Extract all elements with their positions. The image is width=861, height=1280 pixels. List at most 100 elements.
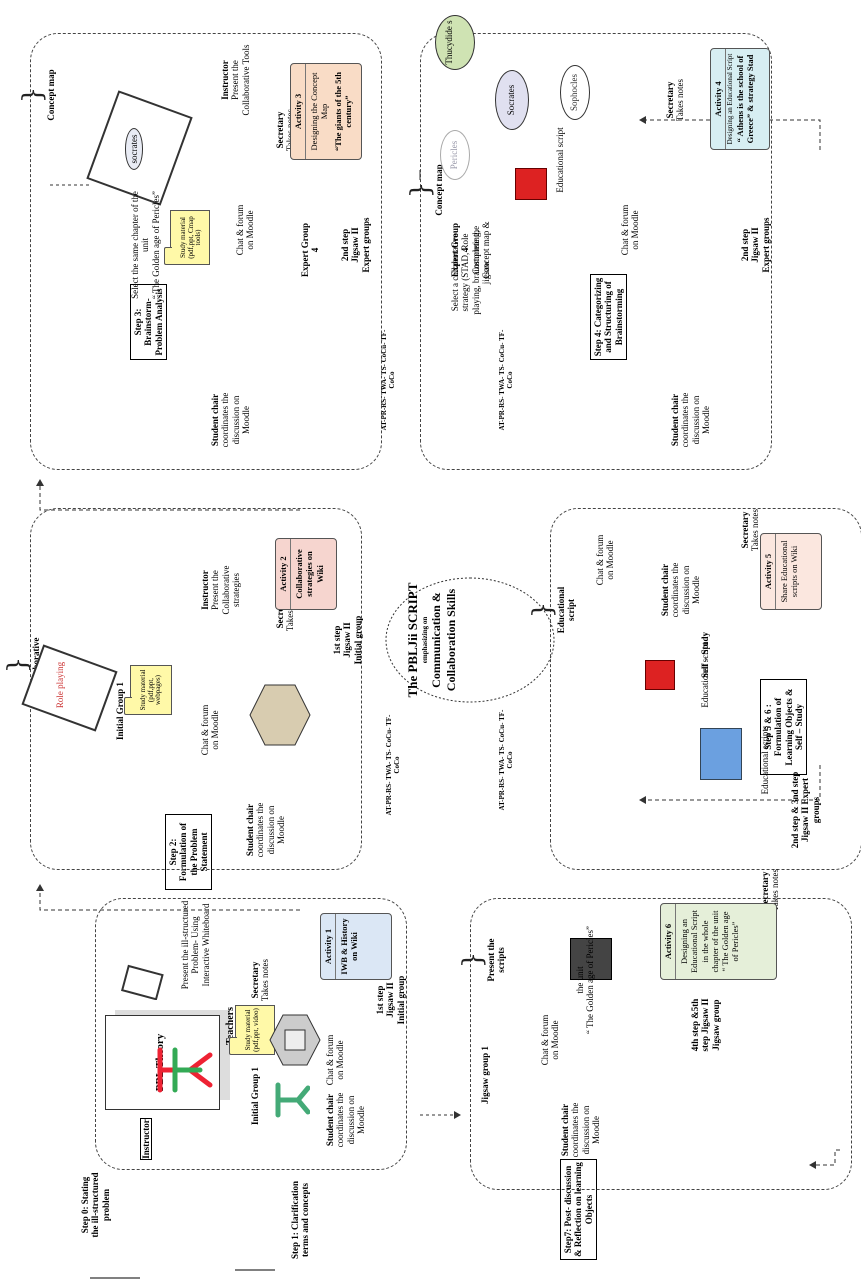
activity-4-bold: “ Athens is the school of Greece” & stra…: [734, 54, 755, 144]
activity-4: Activity 4 Designing an Educational Scri…: [710, 48, 770, 150]
iwb-caption: Present the ill-structured Problem- Usin…: [180, 900, 211, 990]
brace-icon: }: [528, 601, 558, 619]
code-label: AT-PR-RS- TWA- TS- CoCu- TF- CoCo: [498, 709, 515, 811]
people-icon: [157, 1047, 213, 1093]
script-icon: [645, 660, 675, 690]
activity-5-title: Activity 5: [761, 534, 777, 609]
panel1-footer: 1st step Jigsaw II Initial group: [375, 975, 406, 1025]
activity-5: Activity 5 Share Educational scripts on …: [760, 533, 822, 610]
jigsaw-group-label: Jigsaw group 1: [480, 1046, 490, 1104]
activity-2: Activity 2 Collaborative strategies on W…: [275, 538, 337, 610]
moodle-group-icon: [265, 1010, 325, 1070]
chapter-block: Select the same chapter of the unit“ The…: [130, 190, 161, 300]
chair5-desc: coordinates the discussion on Moodle: [670, 562, 702, 618]
secretary-desc: Takes notes: [260, 958, 271, 1002]
edu4-caption: Educational script: [555, 127, 565, 193]
instructor2-desc: Present the Collaborative strategies: [210, 565, 242, 615]
node-socrates: Socrates: [495, 70, 529, 130]
chat2-caption: Chat & forum on Moodle: [200, 704, 221, 756]
strategy-caption: Select a collaborative strategy (STAD, R…: [450, 230, 492, 315]
center-title: The PBLJii SCRIPT: [405, 582, 420, 698]
chair4-desc: coordinates the discussion on Moodle: [680, 392, 712, 448]
unit-text: the unit: [575, 966, 585, 994]
chair6-desc: coordinates the discussion on Moodle: [570, 1102, 602, 1158]
instructor-label: Instructor: [140, 1118, 153, 1160]
activity-3-body: Designing the Concept Map: [309, 72, 330, 151]
chair3-desc: coordinates the discussion on Moodle: [220, 392, 252, 448]
step-0-label: Step 0: Stating the ill-structured probl…: [80, 1172, 111, 1238]
secretary4-label: Secretary: [665, 81, 675, 119]
activity-3-bold: “The giants of the 5th century”: [332, 72, 353, 151]
chapter-title: “ The Golden age of Pericles”: [150, 190, 161, 300]
chat3-caption: Chat & forum on Moodle: [235, 204, 256, 256]
chair5-label: Student chair: [660, 563, 670, 617]
center-ellipse: [385, 577, 555, 703]
concept-brace-label: Concept map: [46, 69, 56, 121]
expert3-label: Expert Group 4: [300, 222, 321, 278]
chair4-label: Student chair: [670, 393, 680, 447]
panel6-footer: 4th step &5th step Jigsaw II Jigsaw grou…: [690, 998, 721, 1052]
node-sophocles: Sophocles: [560, 65, 590, 120]
chat-caption: Chat & forum on Moodle: [325, 1034, 346, 1086]
script-stack-icon: [515, 168, 547, 200]
present-brace-label: Present the scripts: [486, 938, 507, 982]
activity-3: Activity 3 Designing the Concept Map “Th…: [290, 63, 362, 160]
secretary5-desc: Takes notes: [750, 508, 761, 552]
activity-1-body: IWB & History on Wiki: [339, 918, 360, 975]
scripts-stack-icon: [700, 728, 742, 780]
chair-desc: coordinates the discussion on Moodle: [335, 1092, 367, 1148]
brace-icon: }: [3, 656, 33, 674]
instructor2-label: Instructor: [200, 570, 210, 610]
secretary5-label: Secretary: [740, 511, 750, 549]
unit-block: the unit“ The Golden age of Pericles”: [575, 925, 596, 1035]
center-subtitle: emphasizing on: [421, 616, 429, 664]
panel5-footer: 2nd step & 3nd step Jigsaw II Expert gro…: [790, 771, 821, 849]
chair-figure-icon: [270, 1080, 311, 1120]
activity-1-title: Activity 1: [321, 914, 337, 979]
activity-4-title: Activity 4: [711, 49, 727, 149]
unit-title: “ The Golden age of Pericles”: [585, 925, 596, 1035]
chat4-caption: Chat & forum on Moodle: [620, 204, 641, 256]
chapter-text: Select the same chapter of the unit: [130, 191, 151, 299]
node-pericles: Pericles: [440, 130, 470, 180]
activity-2-body: Collaborative strategies on Wiki: [294, 549, 325, 599]
role-board-text: Role playing: [55, 661, 65, 709]
chair6-label: Student chair: [560, 1103, 570, 1157]
panel3-footer: 2nd step Jigsaw II Expert groups: [340, 217, 371, 273]
activity-5-body: Share Educational scripts on Wiki: [779, 540, 800, 603]
study2-folder: Study material (pdf,ppt, webpages): [130, 665, 172, 715]
step-1-label: Step 1: Clarification terms and concepts: [290, 1181, 311, 1259]
panel2-footer: 1st step Jigsaw II Initial group: [332, 615, 363, 665]
edus-caption: Educational scripts: [760, 725, 770, 795]
present-brace: }Present the scripts: [458, 930, 507, 990]
figures-group: [150, 1045, 220, 1095]
chair-label: Student chair: [325, 1093, 335, 1147]
edu5-caption: Educational script: [700, 642, 710, 708]
study3-folder: Study material (pdf,ppt, Cmap tools): [170, 210, 210, 265]
secretary-label: Secretary: [250, 961, 260, 999]
code-label: AT-PR-RS- TWA- TS- CoCu- TF- CoCo: [385, 714, 402, 816]
instructor3-label: Instructor: [220, 60, 230, 100]
instructor3-desc: Present the Collaborative Tools: [230, 44, 251, 116]
edu-brace: }Educational script: [528, 580, 577, 640]
secretary3-label: Secretary: [275, 111, 285, 149]
chair2-desc: coordinates the discussion on Moodle: [255, 802, 287, 858]
concept4-brace: }Concept map: [406, 160, 444, 220]
chat6-caption: Chat & forum on Moodle: [540, 1014, 561, 1066]
concept-brace: }Concept map: [18, 65, 56, 125]
secretary4-desc: Takes notes: [675, 78, 686, 122]
brace-icon: }: [18, 86, 48, 104]
